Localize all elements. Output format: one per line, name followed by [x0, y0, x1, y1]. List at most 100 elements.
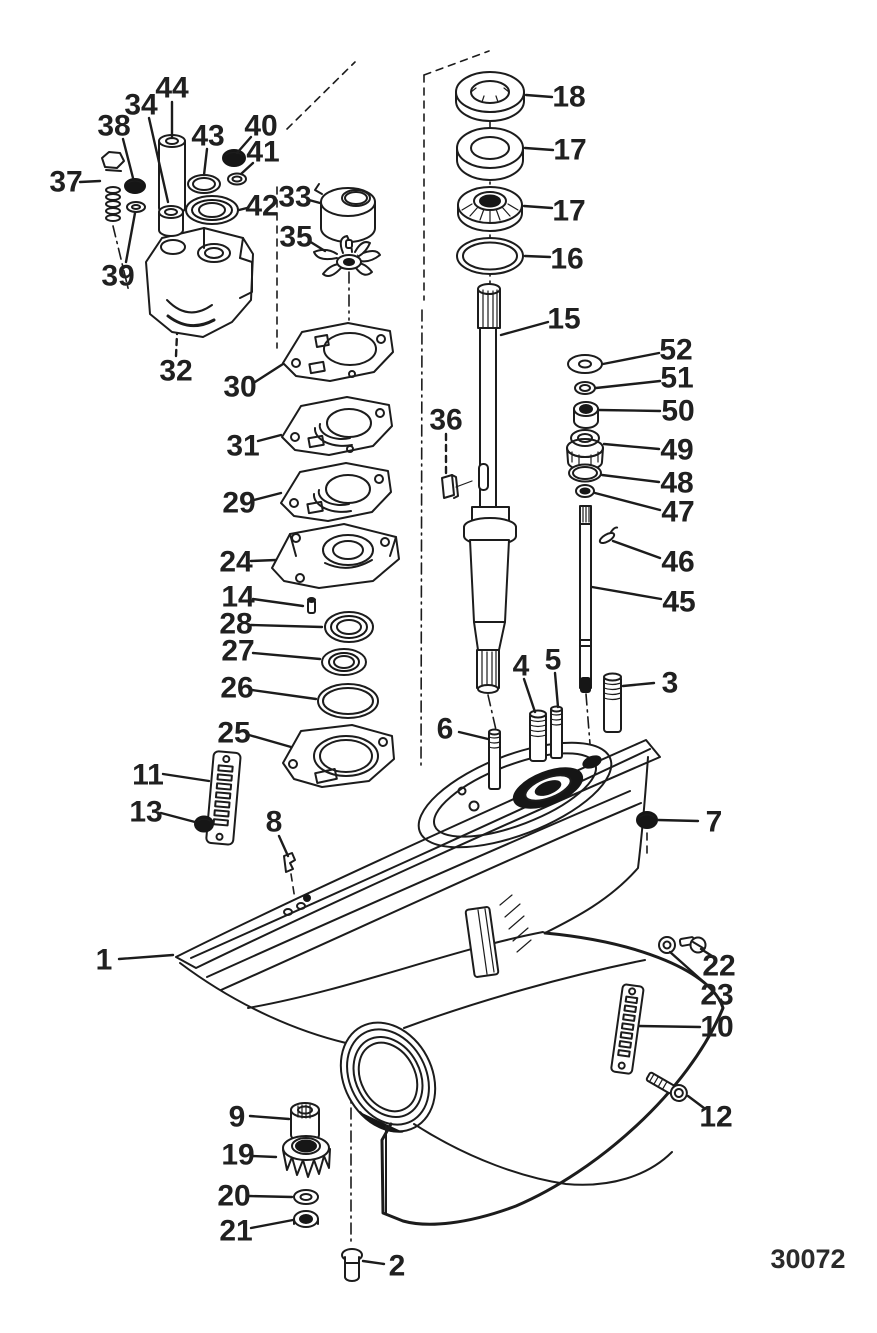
part-1-gear-housing: [175, 739, 725, 1226]
callout-9-leader: [248, 1114, 291, 1121]
part-52-washer: [567, 354, 603, 374]
part-38-nut: [124, 178, 146, 194]
part-48-oring: [568, 463, 602, 483]
part-24-pump-base: [271, 523, 400, 589]
callout-42-label: 42: [245, 190, 278, 223]
part-17-tapered-bearing: [457, 186, 523, 232]
part-26-oring: [317, 683, 379, 719]
callout-46-label: 46: [661, 546, 694, 579]
callout-49-label: 49: [660, 434, 693, 467]
callout-5-label: 5: [545, 644, 562, 677]
part-20-washer: [293, 1189, 319, 1205]
part-30-gasket: [282, 322, 394, 382]
callout-8-leader: [277, 834, 290, 858]
callout-10-label: 10: [700, 1011, 733, 1044]
callout-33-label: 33: [278, 181, 311, 214]
callout-6-leader: [457, 730, 490, 741]
water-inlet-screen: [464, 894, 532, 978]
callout-35-leader: [307, 239, 327, 253]
drawing-number: 30072: [770, 1244, 845, 1274]
part-11-anode-plate: [205, 750, 242, 846]
part-47-nut: [575, 484, 595, 498]
callout-19-label: 19: [221, 1139, 254, 1172]
part-50-bushing: [573, 401, 599, 429]
part-15-driveshaft: [463, 283, 517, 694]
part-2-fill-plug: [341, 1248, 363, 1282]
callout-39-leader: [124, 211, 137, 264]
callout-38-leader: [121, 137, 135, 180]
part-29-gasket: [280, 462, 392, 522]
part-51-washer: [574, 381, 596, 395]
callout-22-leader: [699, 947, 714, 958]
part-49-seal-carrier: [566, 429, 604, 471]
part-5-stud: [550, 705, 563, 759]
callout-12-leader: [686, 1094, 706, 1110]
part-35-impeller: [313, 235, 381, 277]
callout-48-leader: [600, 473, 661, 484]
callout-18-label: 18: [552, 81, 585, 114]
callout-7-label: 7: [706, 806, 723, 839]
part-34-bushing: [158, 205, 184, 237]
part-7-plug: [636, 811, 658, 829]
callout-11-leader: [161, 772, 211, 783]
callout-17-leader: [523, 146, 555, 152]
callout-17-label: 17: [553, 134, 586, 167]
callout-45-leader: [590, 585, 663, 601]
part-9-needle-bearing: [290, 1102, 320, 1143]
part-46-clip: [598, 526, 619, 545]
callout-15-label: 15: [547, 303, 580, 336]
callout-28-label: 28: [219, 608, 252, 641]
callout-3-label: 3: [662, 667, 679, 700]
callout-20-label: 20: [217, 1180, 250, 1213]
part-10-trim-tab-anode: [610, 983, 645, 1075]
callout-38-label: 38: [97, 110, 130, 143]
callout-42-leader: [237, 206, 249, 212]
callout-43-label: 43: [191, 120, 224, 153]
callout-7-leader: [656, 818, 700, 823]
part-13-plug: [194, 815, 214, 833]
callout-50-leader: [597, 408, 662, 413]
part-8-clip: [283, 852, 296, 873]
callout-41-label: 41: [246, 136, 279, 169]
callout-26-label: 26: [220, 672, 253, 705]
callout-16-label: 16: [550, 243, 583, 276]
callout-41-leader: [239, 161, 255, 176]
callout-24-leader: [249, 558, 278, 563]
callout-29-leader: [252, 491, 283, 502]
callout-25-leader: [247, 733, 293, 749]
callout-37-leader: [78, 179, 102, 184]
part-21-nut: [293, 1210, 319, 1228]
part-45-shift-shaft: [579, 505, 592, 693]
callout-27-label: 27: [221, 635, 254, 668]
callout-40-leader: [235, 135, 253, 155]
part-18-bearing-race: [455, 71, 525, 122]
callout-39-label: 39: [101, 260, 134, 293]
callout-48-label: 48: [660, 467, 693, 500]
callout-34-label: 34: [124, 89, 158, 122]
part-33-pump-cup: [314, 183, 376, 243]
callout-18-leader: [524, 93, 554, 99]
callout-14-leader: [251, 597, 305, 608]
callout-13-label: 13: [129, 796, 162, 829]
callout-43-leader: [202, 147, 209, 177]
callout-17-leader: [522, 204, 554, 210]
part-36-key: [441, 474, 473, 499]
part-43-oring: [187, 174, 221, 194]
callout-3-leader: [621, 681, 656, 688]
callout-12-label: 12: [699, 1101, 732, 1134]
callout-30-leader: [253, 362, 285, 384]
part-40-nut: [222, 149, 246, 167]
callout-4-label: 4: [513, 650, 530, 683]
callout-33-leader: [307, 198, 322, 205]
part-42-seal: [185, 195, 239, 225]
callout-2-label: 2: [389, 1250, 406, 1283]
part-4-stud: [529, 709, 547, 762]
callout-16-leader: [523, 254, 552, 259]
callout-51-label: 51: [660, 362, 693, 395]
callout-30-label: 30: [223, 371, 256, 404]
callout-24-label: 24: [219, 546, 253, 579]
callout-44-label: 44: [155, 72, 189, 105]
